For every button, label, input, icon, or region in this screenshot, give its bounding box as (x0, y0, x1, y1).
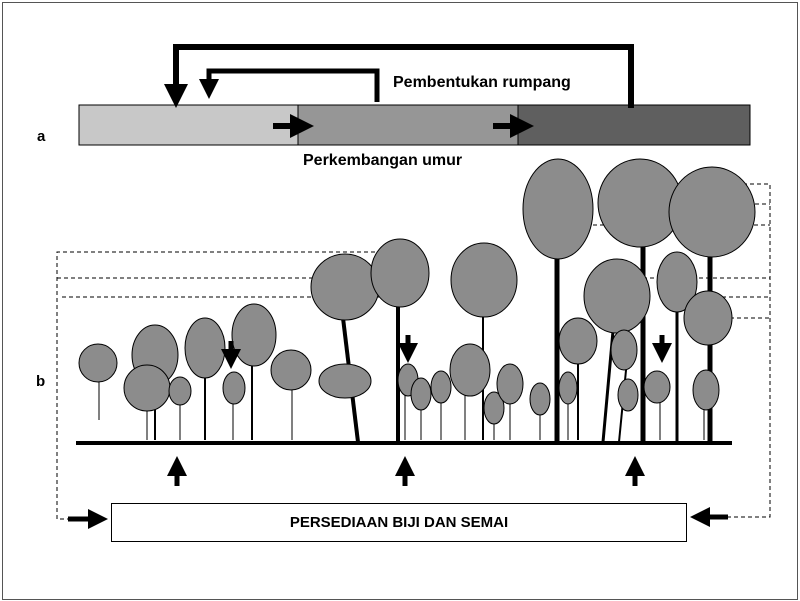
tree-crown (656, 251, 698, 313)
stage-building-segment (297, 104, 519, 146)
gap-formation-label: Pembentukan rumpang (393, 74, 571, 91)
tree-crown (184, 317, 226, 379)
tree-crown (123, 364, 171, 412)
tree-crown (430, 370, 452, 404)
tree-crown (270, 349, 312, 391)
tree-crown (522, 158, 594, 260)
stage-bar (78, 104, 751, 146)
tree-crown (168, 376, 192, 406)
tree-crown (410, 377, 432, 411)
stage-mature-segment (517, 104, 751, 146)
part-a-label: a (37, 128, 46, 145)
seed-upward-arrows (167, 456, 645, 486)
tree-crown (370, 238, 430, 308)
tree-crown (449, 343, 491, 397)
tree-crown (692, 369, 720, 411)
establishment-arrows (221, 335, 672, 369)
tree-crown (529, 382, 551, 416)
inner-feedback-arrow (199, 68, 380, 102)
tree-crowns (78, 158, 756, 425)
seed-stock-box: PERSEDIAAN BIJI DAN SEMAI (111, 503, 687, 542)
tree-crown (483, 391, 505, 425)
tree-crown (231, 303, 277, 367)
tree-crown (643, 370, 671, 404)
seed-stock-label: PERSEDIAAN BIJI DAN SEMAI (289, 514, 509, 531)
gap-formation-arrows (164, 44, 634, 108)
tree-crown (617, 378, 639, 412)
tree-crown (683, 290, 733, 346)
tree-trunks (98, 230, 713, 443)
tree-crown (558, 371, 578, 405)
part-b-label: b (36, 373, 46, 390)
tree-crown (222, 371, 246, 405)
tree-crown (78, 343, 118, 383)
tree-crown (496, 363, 524, 405)
tree-crown (610, 329, 638, 371)
seed-box-side-arrows (68, 507, 728, 529)
outer-feedback-arrow (164, 44, 634, 108)
stage-young-segment (78, 104, 299, 146)
tree-crown (310, 253, 380, 321)
tree-crown (583, 258, 651, 334)
age-development-label: Perkembangan umur (303, 152, 463, 169)
tree-crown (318, 363, 372, 399)
tree-crown (668, 166, 756, 258)
tree-crown (450, 242, 518, 318)
tree-crown (558, 317, 598, 365)
